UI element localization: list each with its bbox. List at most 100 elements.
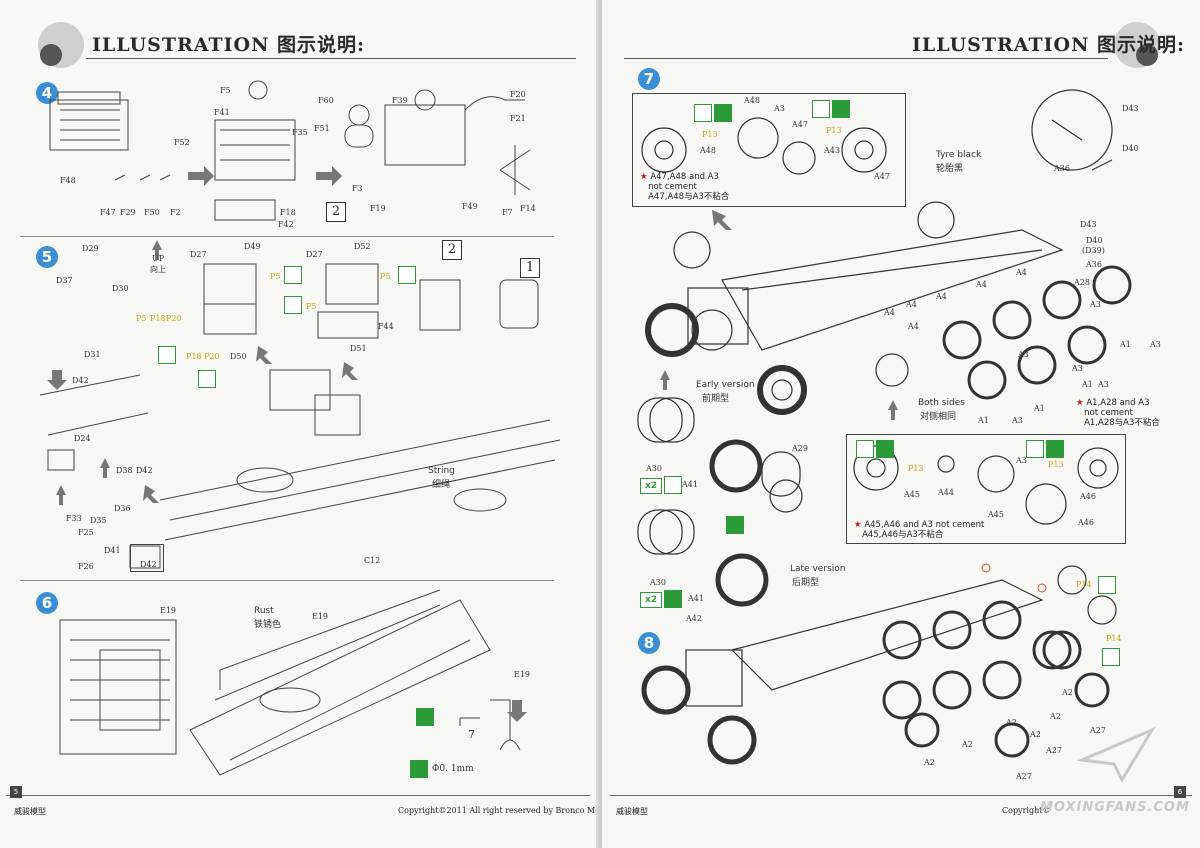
part-label: A1 [978,416,989,425]
part-label: P5 [306,302,317,311]
string-label-cn: 细绳 [432,480,451,490]
part-label: A36 [1054,164,1070,173]
part-label: D40 [1086,236,1103,245]
part-label: F47 [100,208,116,217]
part-label: F49 [462,202,478,211]
part-label: P13 [908,464,924,473]
part-label: A3 [1090,300,1101,309]
part-label: D49 [244,242,261,251]
step-4-badge: 4 [36,82,58,104]
step-7-diagram [637,89,1132,607]
no-glue-icon [832,100,850,118]
part-label: P5 [270,272,281,281]
part-label: A46 [1078,518,1094,527]
part-label: F42 [278,220,294,229]
glue-icon [1102,648,1120,666]
page-number: 6 [1174,786,1186,798]
part-label: E19 [312,612,329,621]
part-label: F29 [120,208,136,217]
part-label: D24 [74,434,91,443]
part-label: P5 [136,314,147,323]
part-label: D52 [354,242,371,251]
part-label: F60 [318,96,334,105]
part-label: P14 [1106,634,1122,643]
up-label-cn: 向上 [150,265,166,274]
part-label: D42 [140,560,157,569]
part-label: D35 [90,516,107,525]
part-label: A42 [686,614,702,623]
subassembly-box: 1 [520,258,540,278]
part-label: A45 [904,490,920,499]
part-label: A45 [988,510,1004,519]
header-decoration-circle [1136,44,1158,66]
step-5-diagram [39,240,561,569]
part-label: A1 [1120,340,1131,349]
diameter-label: Φ0. 1mm [432,764,474,774]
part-label: A36 [1086,260,1102,269]
glue-icon [694,104,712,122]
no-glue-icon [726,516,744,534]
page-title: ILLUSTRATION 图示说明: [912,34,1186,56]
both-sides-label-cn: 对侧相同 [920,412,957,422]
part-label: F44 [378,322,394,331]
footer-copyright: Copyright© [1002,806,1051,815]
quantity-badge: x2 [640,478,662,494]
part-label: D43 [1080,220,1097,229]
part-label: P14 [1076,580,1092,589]
part-label: F3 [352,184,363,193]
part-label: D50 [230,352,247,361]
cement-note: ★ A45,A46 and A3 not cement A45,A46与A3不粘… [854,520,985,540]
part-label: D42 [136,466,153,475]
part-label: P18 [150,314,166,323]
part-label: D27 [306,250,323,259]
cement-note: ★ A1,A28 and A3 not cement A1,A28与A3不粘合 [1076,398,1160,428]
part-label: D40 [1122,144,1139,153]
part-label: F20 [510,90,526,99]
both-sides-label: Both sides [918,398,965,408]
part-label: A27 [1046,746,1062,755]
glue-icon [410,760,428,778]
part-label: A4 [936,292,947,301]
part-label: A2 [1006,718,1017,727]
part-label: A2 [962,740,973,749]
page-gutter [596,0,604,848]
footer-brand: 威骏模型 [616,807,648,816]
part-label: D31 [84,350,101,359]
part-label: F33 [66,514,82,523]
no-glue-icon [714,104,732,122]
rust-label: Rust [254,606,274,616]
wheel-detail-box-bottom [846,434,1126,544]
part-label: F52 [174,138,190,147]
part-label: (D39) [1082,246,1105,255]
part-label: F39 [392,96,408,105]
part-label: A2 [1050,712,1061,721]
part-label: A27 [1090,726,1106,735]
part-label: D42 [72,376,89,385]
part-label: D27 [190,250,207,259]
part-label: A1 [1034,404,1045,413]
step-7-badge: 7 [638,68,660,90]
part-label: A30 [646,464,662,473]
part-label: D29 [82,244,99,253]
footer-rule [610,795,1192,796]
part-label: F50 [144,208,160,217]
part-label: A2 [1030,730,1041,739]
glue-icon [284,296,302,314]
part-label: E19 [514,670,531,679]
star-icon: ★ [854,520,862,530]
part-label: D30 [112,284,129,293]
glue-icon [416,708,434,726]
step-6-diagram [59,589,527,776]
part-label: D36 [114,504,131,513]
right-page: ILLUSTRATION 图示说明: 7 [602,0,1200,848]
step-4-diagram [49,80,531,221]
part-label: A3 [1016,456,1027,465]
glue-icon [856,440,874,458]
late-version-label-cn: 后期型 [792,578,820,588]
header-decoration-circle [40,44,62,66]
detail-box [130,544,164,572]
footer-rule [6,795,590,796]
left-page: ILLUSTRATION 图示说明: 4 F5 F41 F35 F60 F39 … [0,0,598,848]
cement-note: ★ A47,A48 and A3 not cement A47,A48与A3不粘… [640,172,730,202]
glue-icon [398,266,416,284]
